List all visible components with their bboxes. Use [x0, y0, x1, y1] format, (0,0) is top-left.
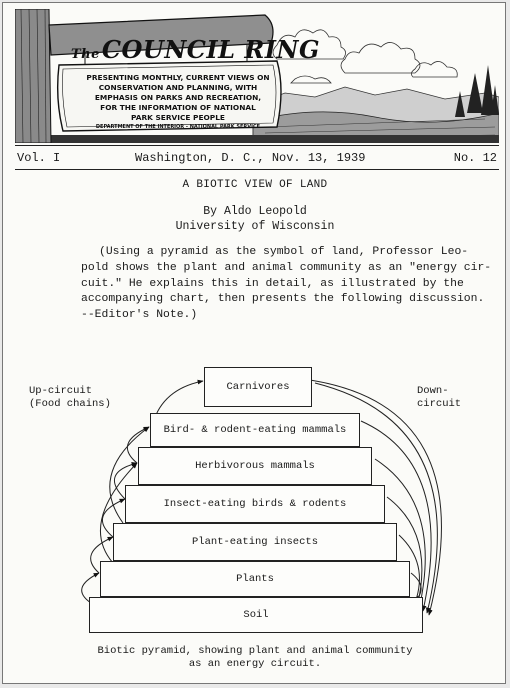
- pyramid-layer-plant-eating-insects: Plant-eating insects: [113, 523, 397, 561]
- masthead-title-prefix: The: [71, 47, 100, 62]
- byline: By Aldo Leopold University of Wisconsin: [3, 204, 507, 234]
- layer-label: Plant-eating insects: [191, 536, 319, 548]
- layer-label: Herbivorous mammals: [195, 460, 315, 472]
- pyramid-layer-insect-eating-birds-rodents: Insect-eating birds & rodents: [125, 485, 385, 523]
- masthead: TheCOUNCIL RING PRESENTING MONTHLY, CURR…: [15, 9, 499, 143]
- pyramid-layer-plants: Plants: [100, 561, 410, 597]
- volume-label: Vol. I: [17, 151, 61, 165]
- up-circuit-line: Up-circuit: [29, 385, 93, 397]
- pyramid-layer-soil: Soil: [89, 597, 423, 633]
- layer-label: Insect-eating birds & rodents: [163, 498, 347, 510]
- top-rule: [15, 145, 499, 146]
- article-title: A BIOTIC VIEW OF LAND: [182, 179, 328, 191]
- intro-line: pold shows the plant and animal communit…: [81, 261, 492, 274]
- masthead-title-main: COUNCIL RING: [101, 35, 320, 64]
- issue-number: No. 12: [453, 151, 497, 165]
- sign-line: PRESENTING MONTHLY, CURRENT VIEWS ON: [86, 73, 270, 82]
- newsletter-page: TheCOUNCIL RING PRESENTING MONTHLY, CURR…: [2, 2, 506, 684]
- caption-line: Biotic pyramid, showing plant and animal…: [97, 645, 413, 657]
- intro-line: accompanying chart, then presents the fo…: [81, 293, 485, 306]
- sign-line: CONSERVATION AND PLANNING, WITH: [98, 83, 258, 92]
- layer-label: Soil: [243, 609, 269, 621]
- sign-line: PARK SERVICE PEOPLE: [131, 113, 225, 122]
- energy-circuit-arrows: [81, 378, 442, 616]
- masthead-sign: PRESENTING MONTHLY, CURRENT VIEWS ON CON…: [73, 73, 283, 131]
- up-circuit-line: (Food chains): [29, 398, 111, 410]
- intro-line: (Using a pyramid as the symbol of land, …: [99, 246, 469, 258]
- figure-caption: Biotic pyramid, showing plant and animal…: [3, 645, 507, 671]
- sign-footer: DEPARTMENT OF THE INTERIOR - NATIONAL PA…: [95, 124, 261, 130]
- masthead-title: TheCOUNCIL RING: [71, 35, 320, 64]
- down-circuit-line: circuit: [417, 398, 462, 410]
- affiliation: University of Wisconsin: [175, 220, 335, 233]
- masthead-illustration: [15, 9, 499, 143]
- layer-label: Bird- & rodent-eating mammals: [163, 424, 347, 436]
- caption-line: as an energy circuit.: [188, 658, 322, 670]
- editor-note: (Using a pyramid as the symbol of land, …: [81, 245, 492, 324]
- pyramid-layer-bird-rodent-eating-mammals: Bird- & rodent-eating mammals: [150, 413, 360, 447]
- intro-line: --Editor's Note.): [81, 309, 198, 322]
- bottom-rule: [15, 169, 499, 170]
- pyramid-layer-carnivores: Carnivores: [204, 367, 312, 407]
- author: By Aldo Leopold: [203, 205, 307, 218]
- place-date: Washington, D. C., Nov. 13, 1939: [135, 151, 366, 165]
- down-circuit-label: Down- circuit: [417, 385, 461, 411]
- up-circuit-label: Up-circuit (Food chains): [29, 385, 111, 411]
- intro-line: cuit." He explains this in detail, as il…: [81, 277, 464, 290]
- issue-line: Vol. I Washington, D. C., Nov. 13, 1939 …: [15, 151, 499, 167]
- sign-line: FOR THE INFORMATION OF NATIONAL: [100, 103, 256, 112]
- down-circuit-line: Down-: [417, 385, 449, 397]
- pyramid-layer-herbivorous-mammals: Herbivorous mammals: [138, 447, 372, 485]
- layer-label: Carnivores: [226, 381, 290, 393]
- layer-label: Plants: [236, 573, 274, 585]
- sign-line: EMPHASIS ON PARKS AND RECREATION,: [94, 93, 262, 102]
